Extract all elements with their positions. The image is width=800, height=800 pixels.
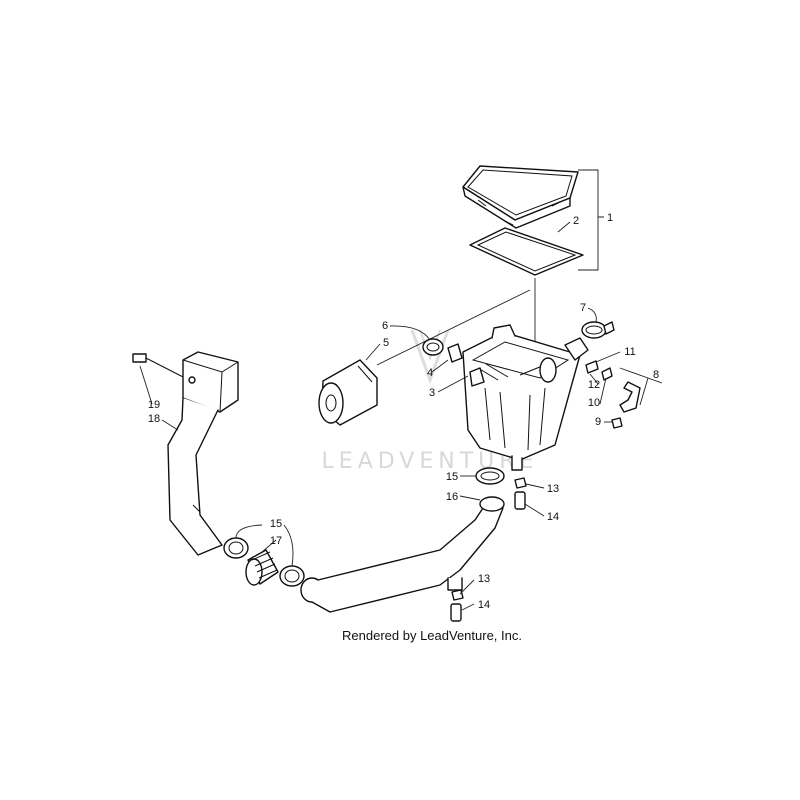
right-clamp	[279, 565, 305, 587]
air-filter	[318, 359, 378, 426]
intake-duct	[167, 351, 239, 556]
callout-12: 12	[588, 379, 600, 391]
callout-7: 7	[580, 302, 586, 314]
hose-clamp-top-right	[581, 321, 615, 339]
coupler-sleeve	[245, 549, 279, 586]
callout-16: 16	[446, 491, 458, 503]
callout-5: 5	[383, 337, 389, 349]
bracket-8	[619, 367, 663, 406]
callout-14-upper: 14	[547, 511, 559, 523]
clamp-screw	[447, 343, 463, 363]
callout-17: 17	[270, 535, 282, 547]
airbox-cover	[462, 165, 579, 229]
callout-19: 19	[148, 399, 160, 411]
callout-10: 10	[588, 397, 600, 409]
callout-18: 18	[148, 413, 160, 425]
bracket-1	[578, 169, 604, 271]
breather-hose	[619, 381, 641, 413]
airbox-gasket	[469, 227, 584, 276]
callout-15-left: 15	[270, 518, 282, 530]
callout-15-box: 15	[446, 471, 458, 483]
vent-fitting	[585, 360, 623, 429]
callout-3: 3	[429, 387, 435, 399]
callouts: 1 2 3 4 5 6 7 8 9 10 11 12 13 13 14 14 1…	[148, 212, 659, 611]
callout-14-lower: 14	[478, 599, 490, 611]
outlet-duct	[300, 496, 505, 613]
filter-clamp	[422, 338, 444, 356]
drain-valve-upper	[514, 477, 527, 510]
callout-8: 8	[653, 369, 659, 381]
callout-9: 9	[595, 416, 601, 428]
callout-13-upper: 13	[547, 483, 559, 495]
callout-13-lower: 13	[478, 573, 490, 585]
box-outlet-clamp	[475, 467, 505, 485]
callout-2: 2	[573, 215, 579, 227]
leader-filter-line	[376, 289, 531, 366]
callout-1: 1	[607, 212, 613, 224]
left-clamp	[223, 537, 249, 559]
callout-11: 11	[624, 346, 635, 358]
bolt	[132, 353, 186, 379]
drain-valve-lower	[450, 589, 464, 622]
leader-lines	[139, 221, 621, 611]
callout-6: 6	[382, 320, 388, 332]
rendered-by-caption: Rendered by LeadVenture, Inc.	[342, 628, 522, 643]
callout-4: 4	[427, 367, 433, 379]
air-box-housing	[462, 324, 589, 471]
